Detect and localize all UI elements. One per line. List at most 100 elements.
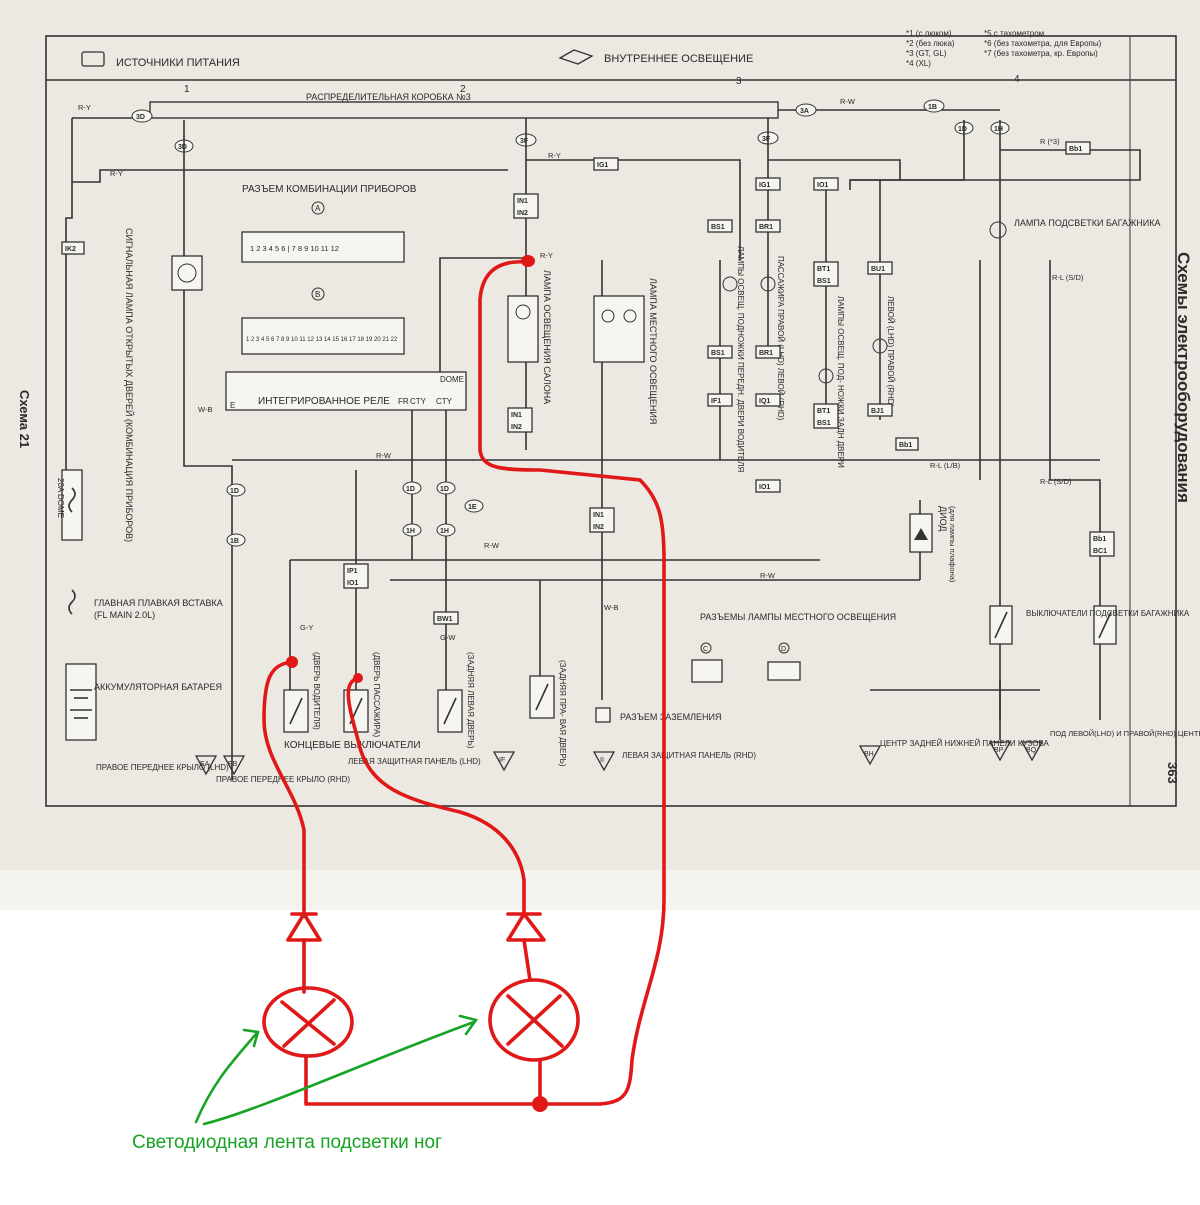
svg-text:II: II	[600, 757, 604, 764]
connector-3d-top	[131, 109, 153, 123]
svg-text:Bb1: Bb1	[899, 442, 912, 449]
door-lamp-box	[171, 255, 203, 291]
svg-text:IF: IF	[499, 757, 505, 764]
svg-text:R-Y: R-Y	[548, 151, 561, 160]
fuse-20a-dome: 20A DOME	[56, 469, 83, 541]
svg-text:R-Y: R-Y	[540, 251, 553, 260]
paper-edge	[0, 870, 1200, 910]
battery: АККУМУЛЯТОРНАЯ БАТАРЕЯ	[65, 663, 222, 741]
scheme-label: Схема 21	[17, 390, 32, 448]
led-diode-left-icon	[286, 912, 322, 942]
svg-text:R-W: R-W	[840, 97, 856, 106]
svg-text:1E: 1E	[468, 504, 477, 511]
svg-text:3D: 3D	[136, 114, 145, 121]
wire-color-labels: R-Y R-Y R-Y R-Y R-W R-W R-W R-W R-L (S/D…	[78, 97, 1084, 642]
header-interior-lighting: ВНУТРЕННЕЕ ОСВЕЩЕНИЕ	[558, 49, 753, 65]
cabin-lamp: ЛАМПА ОСВЕЩЕНИЯ САЛОНА	[507, 270, 552, 404]
local-lamp: ЛАМПА МЕСТНОГО ОСВЕЩЕНИЯ	[593, 278, 658, 424]
rear-right-switch-label: (ЗАДНЯЯ ПРА- ВАЯ ДВЕРЬ)	[558, 660, 567, 767]
fuse-icon	[68, 487, 76, 513]
instrument-connector-title: РАЗЪЕМ КОМБИНАЦИИ ПРИБОРОВ	[242, 184, 417, 195]
ground-label-pillars: ПОД ЛЕВОЙ(LHD) И ПРАВОЙ(RHD) ЦЕНТРАЛЬНЫМ…	[1050, 729, 1200, 738]
svg-text:R-W: R-W	[760, 571, 776, 580]
door-switches: (ДВЕРЬ ВОДИТЕЛЯ) (ДВЕРЬ ПАССАЖИРА) (ЗАДН…	[283, 605, 1190, 767]
red-wire-passenger	[346, 676, 526, 914]
svg-text:BT1: BT1	[817, 408, 830, 415]
main-fuse-spec: (FL MAIN 2.0L)	[94, 610, 155, 620]
svg-text:BS1: BS1	[817, 420, 831, 427]
led-lamp-right-icon	[488, 978, 580, 1062]
page-number: 363	[1165, 762, 1180, 784]
connector-b-block	[241, 317, 405, 355]
svg-text:BJ1: BJ1	[871, 408, 884, 415]
wire-trunk-ground	[870, 680, 1040, 740]
green-arrowhead-left-icon	[242, 1028, 260, 1048]
column-4: 4	[1014, 74, 1020, 85]
svg-text:R-Y: R-Y	[110, 169, 123, 178]
svg-text:3F: 3F	[762, 136, 771, 143]
trunk-lamp-label: ЛАМПА ПОДСВЕТКИ БАГАЖНИКА	[1014, 218, 1160, 228]
connector-1b-top	[923, 99, 945, 113]
ground-ii-icon	[592, 751, 616, 772]
connector-3a-top	[795, 103, 817, 117]
svg-text:EA: EA	[200, 761, 210, 768]
green-arrowhead-right-icon	[458, 1014, 479, 1036]
svg-text:3A: 3A	[800, 108, 809, 115]
local-lamp-connectors: РАЗЪЕМЫ ЛАМПЫ МЕСТНОГО ОСВЕЩЕНИЯ C D	[691, 612, 896, 683]
door-open-warning-lamp: СИГНАЛЬНАЯ ЛАМПА ОТКРЫТЫХ ДВЕРЕЙ (КОМБИН…	[124, 228, 203, 542]
svg-text:B: B	[315, 290, 320, 299]
passenger-foot-lamp-icon	[760, 276, 776, 292]
connector-c-block	[691, 659, 723, 683]
svg-text:IF1: IF1	[711, 398, 721, 405]
svg-text:BP: BP	[994, 747, 1004, 754]
annotation-caption: Светодиодная лента подсветки ног	[132, 1132, 442, 1153]
local-lamp-bulb-right-icon	[623, 309, 637, 323]
column-numbers: 1 2 3 4	[184, 74, 1020, 95]
svg-text:R-L (S/D): R-L (S/D)	[1052, 273, 1084, 282]
led-lamp-right-cross	[506, 994, 564, 1048]
svg-text:1D: 1D	[406, 486, 415, 493]
svg-text:1D: 1D	[958, 126, 967, 133]
header-interior-lighting-label: ВНУТРЕННЕЕ ОСВЕЩЕНИЕ	[604, 53, 753, 65]
svg-text:R-W: R-W	[376, 451, 392, 460]
driver-switch-label: (ДВЕРЬ ВОДИТЕЛЯ)	[312, 652, 321, 730]
diode-symbol-icon	[914, 528, 928, 540]
svg-text:C: C	[703, 646, 708, 653]
side-title: Схемы электрооборудования	[1174, 252, 1193, 503]
svg-text:IN1: IN1	[517, 198, 528, 205]
ground-label-front-lhd: ПРАВОЕ ПЕРЕДНЕЕ КРЫЛО (LHD)	[96, 763, 229, 772]
local-lamp-bulb-left-icon	[601, 309, 615, 323]
red-junction-dome	[521, 255, 535, 267]
svg-text:1H: 1H	[994, 126, 1003, 133]
red-lead-right	[522, 938, 532, 982]
header-power-sources-label: ИСТОЧНИКИ ПИТАНИЯ	[116, 57, 240, 69]
svg-text:3D: 3D	[178, 144, 187, 151]
svg-text:W-B: W-B	[198, 405, 212, 414]
wire-col1-down	[183, 378, 233, 780]
ground-if-icon	[492, 751, 516, 772]
svg-text:EB: EB	[228, 761, 238, 768]
svg-text:BH: BH	[864, 751, 874, 758]
battery-label: АККУМУЛЯТОРНАЯ БАТАРЕЯ	[94, 682, 222, 692]
diode-sub: (для лампы плафона)	[948, 506, 957, 583]
svg-text:DOME: DOME	[440, 375, 464, 384]
red-junction-passenger	[353, 673, 363, 683]
diode-label: ДИОД	[938, 506, 948, 531]
connector-b-pins: 1 2 3 4 5 6 7 8 9 10 11 12 13 14 15 16 1…	[246, 337, 398, 343]
svg-text:IN2: IN2	[593, 524, 604, 531]
svg-text:A: A	[315, 204, 321, 213]
green-arrow-right	[202, 1020, 476, 1126]
svg-text:1H: 1H	[406, 528, 415, 535]
ground-bq-icon	[1020, 741, 1044, 762]
junction-box-label: РАСПРЕДЕЛИТЕЛЬНАЯ КОРОБКА №3	[306, 92, 471, 102]
svg-text:R-L (S/D): R-L (S/D)	[1040, 477, 1072, 486]
svg-text:W-B: W-B	[604, 603, 618, 612]
connector-a-block	[241, 231, 405, 263]
svg-text:20A DOME: 20A DOME	[56, 478, 65, 518]
rear-foot-lamp-label: ЛАМПЫ ОСВЕЩ. ПОД- НОЖКИ ЗАДН ДВЕРИ	[836, 296, 845, 468]
wire-col3-feed	[767, 118, 901, 180]
svg-text:BR1: BR1	[759, 224, 773, 231]
ground-connector: РАЗЪЕМ ЗАЗЕМЛЕНИЯ	[595, 707, 722, 723]
